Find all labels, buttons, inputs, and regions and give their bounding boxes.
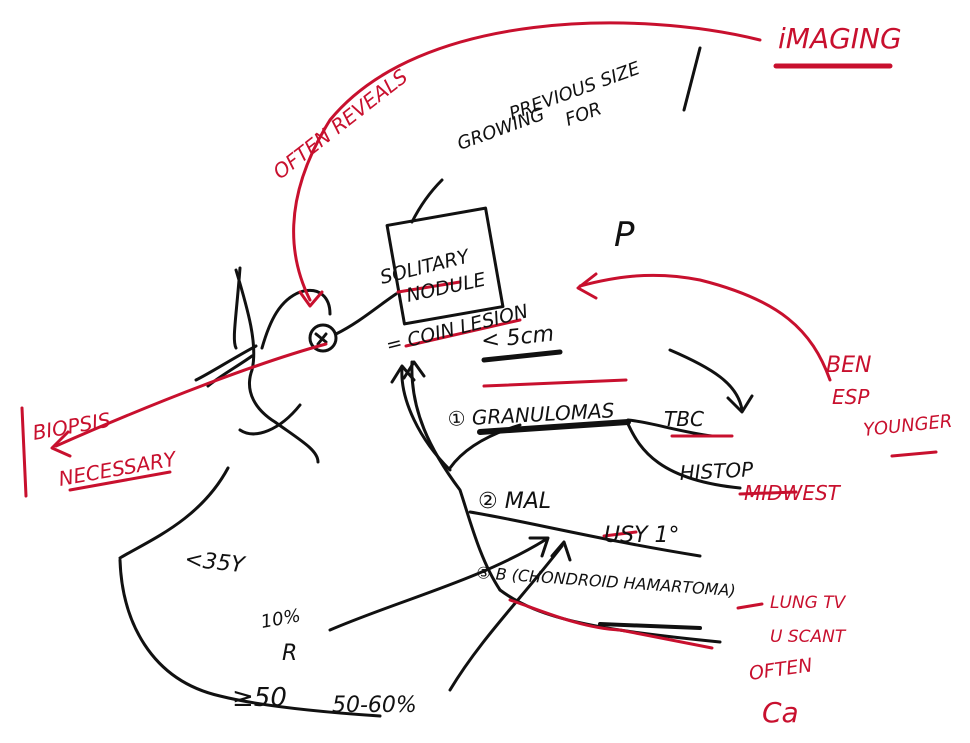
text-layer: iMAGING OFTEN REVEALS GROWING PREVIOUS S… <box>31 22 954 729</box>
imaging-label: iMAGING <box>778 22 902 55</box>
ben-label-2: ESP <box>832 385 870 409</box>
often-reveals-arrow <box>298 290 324 308</box>
r-label: R <box>282 641 297 666</box>
scant-label: U SCANT <box>770 627 847 647</box>
histop-label: HISTOP <box>679 457 755 485</box>
lung-tv-dash <box>736 602 764 610</box>
branch-b <box>498 588 722 644</box>
ben-label-3: YOUNGER <box>862 411 953 441</box>
growing-connector <box>410 178 444 224</box>
uparrow-head-2 <box>402 360 426 380</box>
solitary-nodule-box <box>385 206 505 326</box>
necessary-underline <box>68 470 172 492</box>
nodule-mark <box>314 332 328 346</box>
hamartoma-underline <box>598 622 702 630</box>
usy-label: USY 1° <box>604 523 680 548</box>
ben-underline <box>890 450 938 458</box>
uparrow-2 <box>410 360 502 592</box>
p-label: P <box>614 215 635 255</box>
granulomas-red <box>482 378 628 388</box>
biopsis-arrow-head <box>50 430 72 458</box>
often-reveals-arc <box>292 21 762 302</box>
granulomas-underline <box>477 419 631 435</box>
biopsis-arrow <box>54 342 328 448</box>
curve-arrow <box>668 348 744 412</box>
arrow-10pct <box>328 538 547 632</box>
body-outline-left <box>232 266 242 350</box>
hamartoma-red <box>508 598 714 650</box>
usy-red <box>602 530 638 538</box>
ca-label: Ca <box>762 696 799 729</box>
growing-slash <box>682 46 702 112</box>
ben-label-1: BEN <box>826 353 871 378</box>
histop-branch <box>626 422 742 490</box>
pct10-label: 10% <box>259 605 302 633</box>
often-label: OFTEN <box>748 654 814 685</box>
nodule-circle <box>308 323 338 353</box>
curve-arrow-head <box>726 394 754 414</box>
pct5060-label: 50-60% <box>332 693 417 718</box>
arrow-10pct-head <box>528 536 550 558</box>
midwest-red <box>738 490 798 496</box>
arrow-5060 <box>448 544 564 692</box>
black-strokes <box>118 46 754 718</box>
uparrow-head <box>390 364 416 384</box>
ben-arrow <box>578 273 832 382</box>
item3-label: ③ B (CHONDROID HAMARTOMA) <box>476 563 737 600</box>
often-reveals-label: OFTEN REVEALS <box>268 64 412 184</box>
body-outline-lower <box>238 403 302 436</box>
body-outline <box>234 268 320 464</box>
midwest-label: MIDWEST <box>744 481 842 505</box>
ben-arrow-head <box>576 272 598 300</box>
body-outline-hand <box>118 466 230 560</box>
item2-label: ② MAL <box>478 489 551 514</box>
biopsis-bracket <box>20 406 28 498</box>
branch-mal <box>468 510 702 558</box>
lt5cm-underline <box>481 349 563 363</box>
lung-tv-label: LUNG TV <box>770 593 847 613</box>
ge50-label: ≥50 <box>232 683 287 713</box>
arrow-5060-head <box>550 540 572 562</box>
red-strokes <box>20 21 938 650</box>
coin-underline <box>404 318 522 348</box>
tbc-label: TBC <box>664 407 704 431</box>
branch-granulomas <box>448 423 522 470</box>
solitary-underline <box>396 280 462 294</box>
body-outline-shoulder <box>194 344 258 382</box>
nodule-connector <box>334 292 398 336</box>
necessary-label: NECESSARY <box>57 446 180 491</box>
lt35y-label: <35Y <box>183 547 247 578</box>
age-bracket <box>118 558 382 718</box>
uparrow-1 <box>400 366 452 472</box>
